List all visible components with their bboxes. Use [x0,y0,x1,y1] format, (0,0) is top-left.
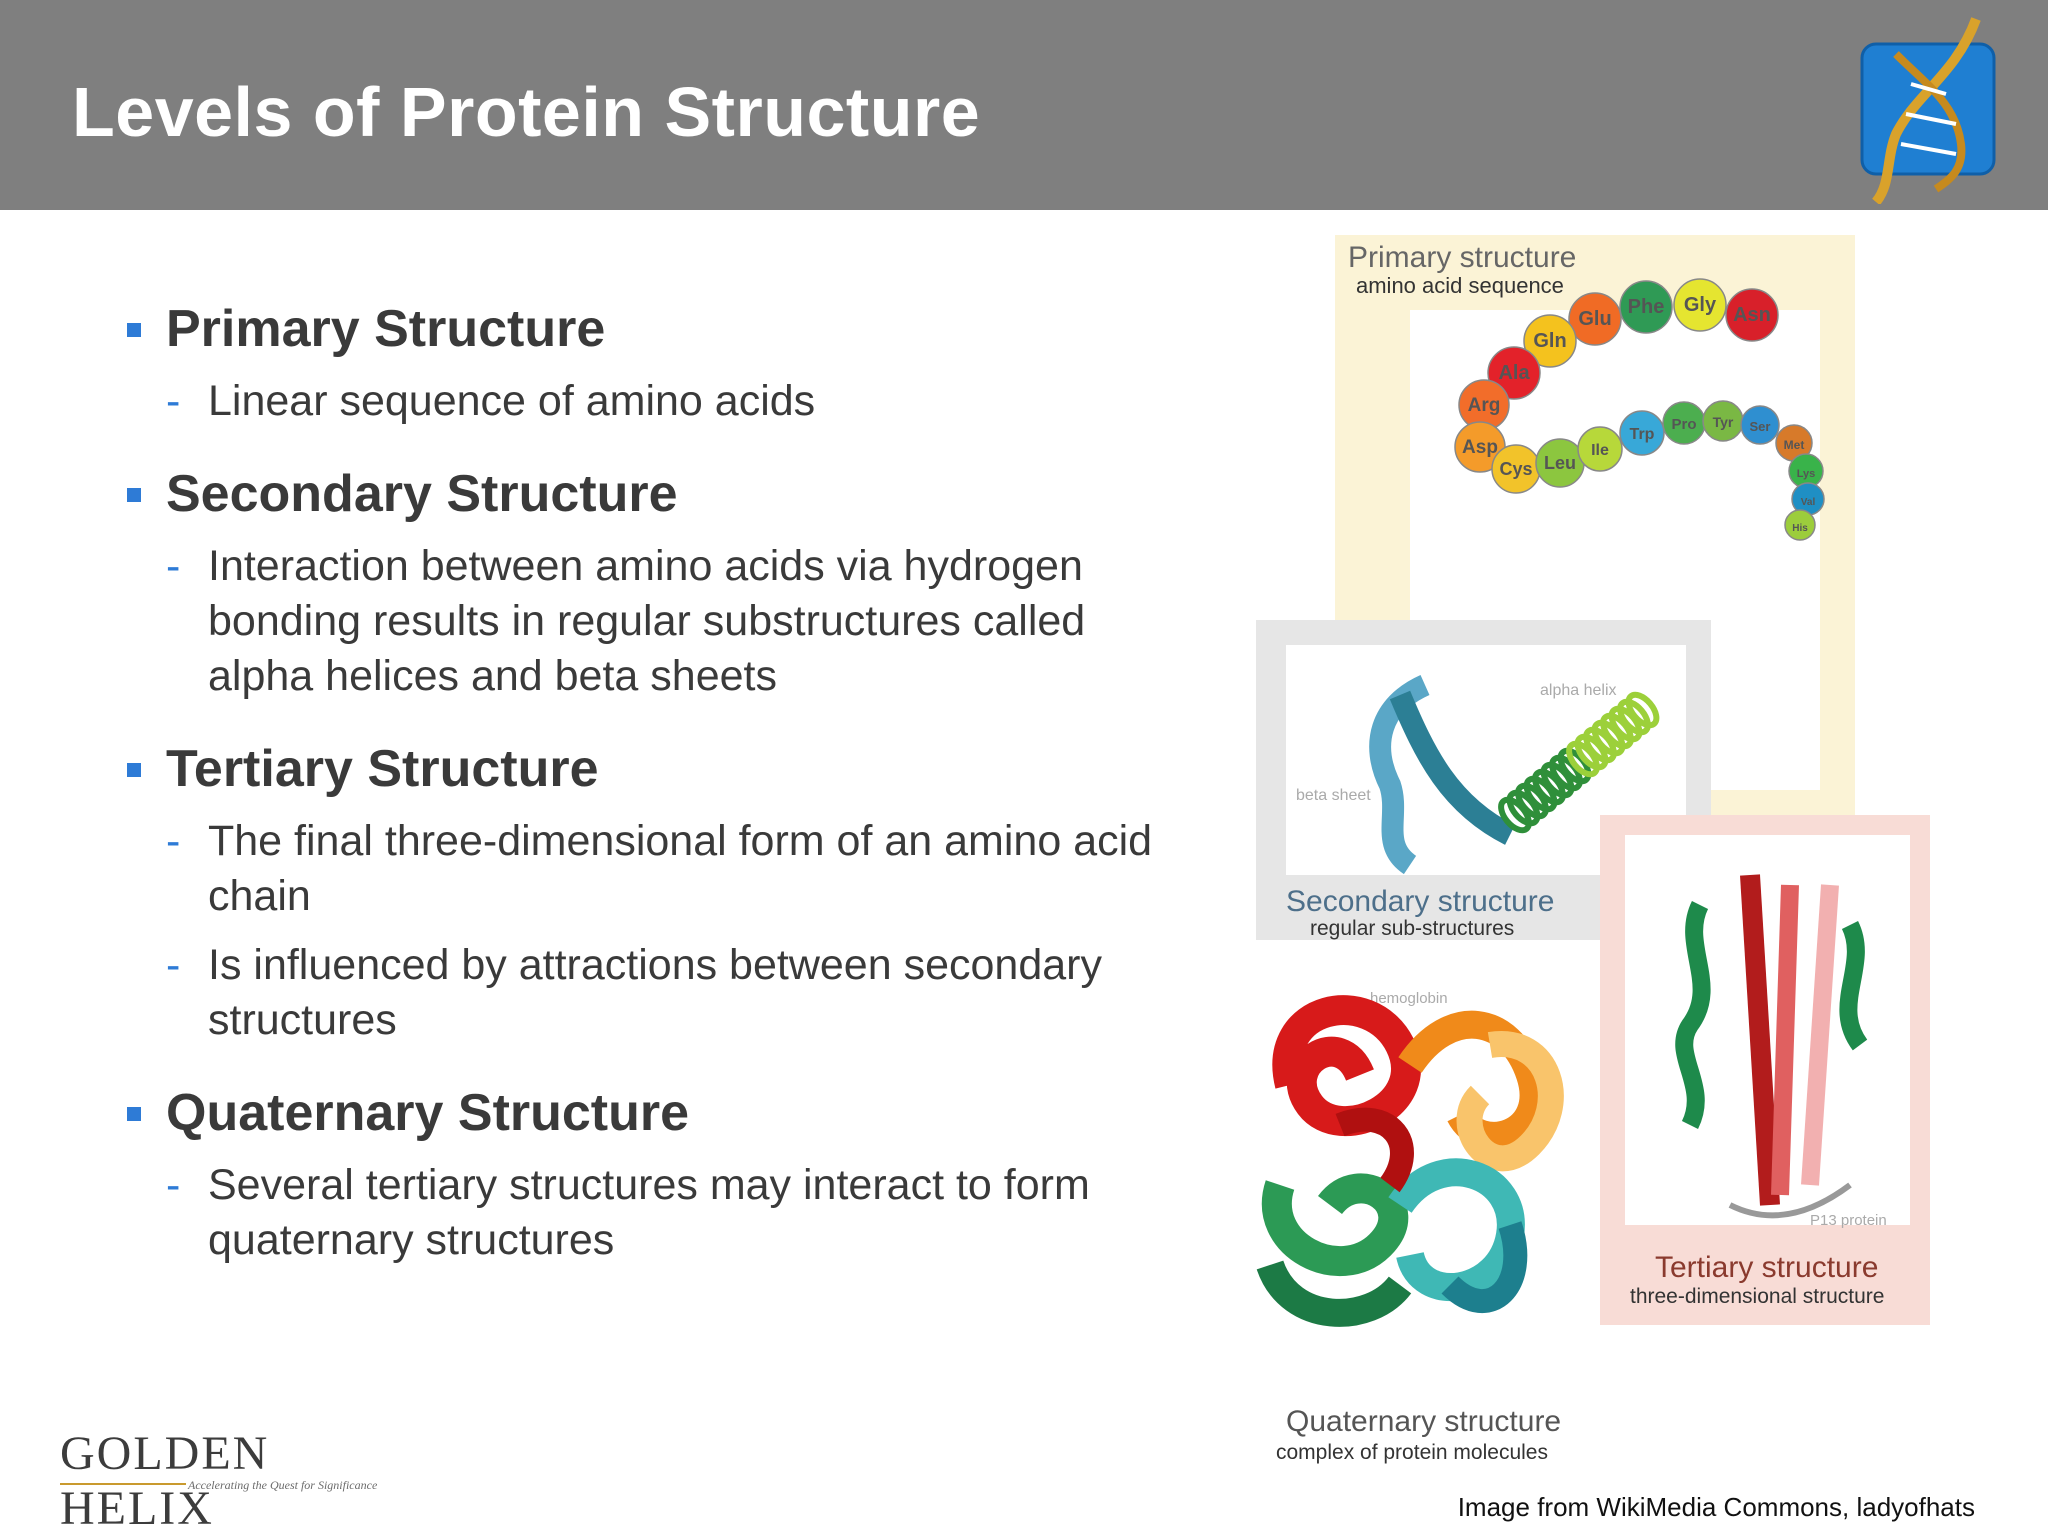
tertiary-strand-3 [1801,884,1839,1186]
protein-structure-figure: Primary structure amino acid sequence As… [1256,235,1930,1464]
amino-acid-bead [1725,288,1779,342]
amino-acid-label: His [1792,523,1808,534]
tertiary-loop [1728,1182,1852,1219]
bullet-tertiary: Tertiary Structure - The final three-dim… [124,738,1184,1048]
square-bullet-icon [127,323,141,337]
sub-bullet-text: Several tertiary structures may interact… [208,1161,1090,1264]
tertiary-subtitle: three-dimensional structure [1630,1285,1884,1308]
sub-bullet-text: Is influenced by attractions between sec… [208,941,1102,1044]
amino-acid-label: Ala [1498,362,1530,384]
secondary-title: Secondary structure [1286,885,1554,918]
amino-acid-bead [1523,314,1577,368]
amino-acid-label: Tyr [1713,414,1734,430]
p13-label: P13 protein [1810,1212,1887,1229]
bullet-heading: Tertiary Structure [124,738,1184,800]
brand-tagline: Accelerating the Quest for Significance [188,1478,378,1492]
sub-bullet: - Linear sequence of amino acids [124,374,1184,429]
amino-acid-label: Lys [1797,468,1816,480]
sub-bullet-text: The final three-dimensional form of an a… [208,817,1153,920]
amino-acid-label: Phe [1628,296,1665,318]
heading-text: Quaternary Structure [166,1084,690,1142]
tertiary-strand-2 [1771,884,1799,1196]
image-credit: Image from WikiMedia Commons, ladyofhats [1457,1492,1975,1522]
hemoglobin-label: hemoglobin [1370,990,1448,1007]
beta-sheet-label: beta sheet [1296,787,1371,804]
amino-acid-label: Cys [1499,459,1532,479]
dash-marker: - [166,941,181,989]
brand-rule [60,1483,186,1485]
amino-acid-label: Met [1784,438,1805,452]
amino-acid-bead [1577,426,1623,472]
bullet-heading: Primary Structure [124,298,1184,360]
bullet-heading: Quaternary Structure [124,1082,1184,1144]
sub-bullet: - The final three-dimensional form of an… [124,814,1184,924]
square-bullet-icon [127,763,141,777]
bullet-primary: Primary Structure - Linear sequence of a… [124,298,1184,429]
secondary-subtitle: regular sub-structures [1310,917,1514,940]
amino-acid-bead [1673,278,1727,332]
bullet-heading: Secondary Structure [124,463,1184,525]
sub-bullet: - Interaction between amino acids via hy… [124,539,1184,704]
bullet-quaternary: Quaternary Structure - Several tertiary … [124,1082,1184,1268]
amino-acid-label: Trp [1630,426,1655,443]
heading-text: Tertiary Structure [166,740,599,798]
bullet-list: Primary Structure - Linear sequence of a… [124,298,1184,1268]
heading-text: Primary Structure [166,300,606,358]
amino-acid-bead [1568,292,1622,346]
primary-subtitle: amino acid sequence [1356,273,1564,298]
sub-bullet: - Several tertiary structures may intera… [124,1158,1184,1268]
brand-name: GOLDEN HELIX [60,1427,270,1535]
tertiary-helix-2 [1839,920,1868,1051]
quaternary-title: Quaternary structure [1286,1405,1561,1438]
amino-acid-label: Val [1801,497,1816,508]
sub-bullet-text: Linear sequence of amino acids [208,377,816,425]
tertiary-title: Tertiary structure [1655,1251,1878,1284]
beta-sheet-strand-2 [1389,690,1516,845]
dash-marker: - [166,542,181,590]
dash-marker: - [166,1161,181,1209]
dash-marker: - [166,817,181,865]
alpha-helix-label: alpha helix [1540,682,1617,699]
quaternary-subtitle: complex of protein molecules [1276,1441,1548,1464]
sub-bullet: - Is influenced by attractions between s… [124,938,1184,1048]
helix-coil [1625,691,1660,729]
primary-title: Primary structure [1348,241,1576,274]
golden-helix-logo: GOLDEN HELIX Accelerating the Quest for … [60,1426,420,1535]
tertiary-helix [1675,900,1711,1130]
amino-acid-label: Glu [1578,308,1611,330]
alpha-helix [1498,691,1660,834]
amino-acid-label: Arg [1468,395,1501,416]
heading-text: Secondary Structure [166,465,678,523]
sub-bullet-text: Interaction between amino acids via hydr… [208,542,1086,700]
amino-acid-label: Ile [1591,442,1609,459]
amino-acid-label: Gly [1684,294,1717,316]
hemoglobin-complex [1256,995,1564,1327]
amino-acid-label: Asp [1462,437,1498,458]
helix-logo-icon [1860,17,1996,204]
dash-marker: - [166,377,181,425]
bullet-secondary: Secondary Structure - Interaction betwee… [124,463,1184,704]
square-bullet-icon [127,488,141,502]
amino-acid-label: Leu [1544,453,1576,473]
amino-acid-label: Pro [1671,416,1696,433]
amino-acid-label: Ser [1750,419,1771,434]
square-bullet-icon [127,1107,141,1121]
amino-acid-bead [1619,280,1673,334]
helix-coil [1617,698,1651,736]
amino-acid-bead [1784,509,1816,541]
tertiary-strand [1740,874,1780,1206]
title-bar: Levels of Protein Structure [0,0,2048,210]
slide-title: Levels of Protein Structure [72,73,981,151]
amino-acid-label: Asn [1733,304,1771,326]
amino-acid-bead [1740,405,1780,445]
amino-acid-label: Gln [1533,330,1566,352]
amino-acid-bead [1619,410,1665,456]
